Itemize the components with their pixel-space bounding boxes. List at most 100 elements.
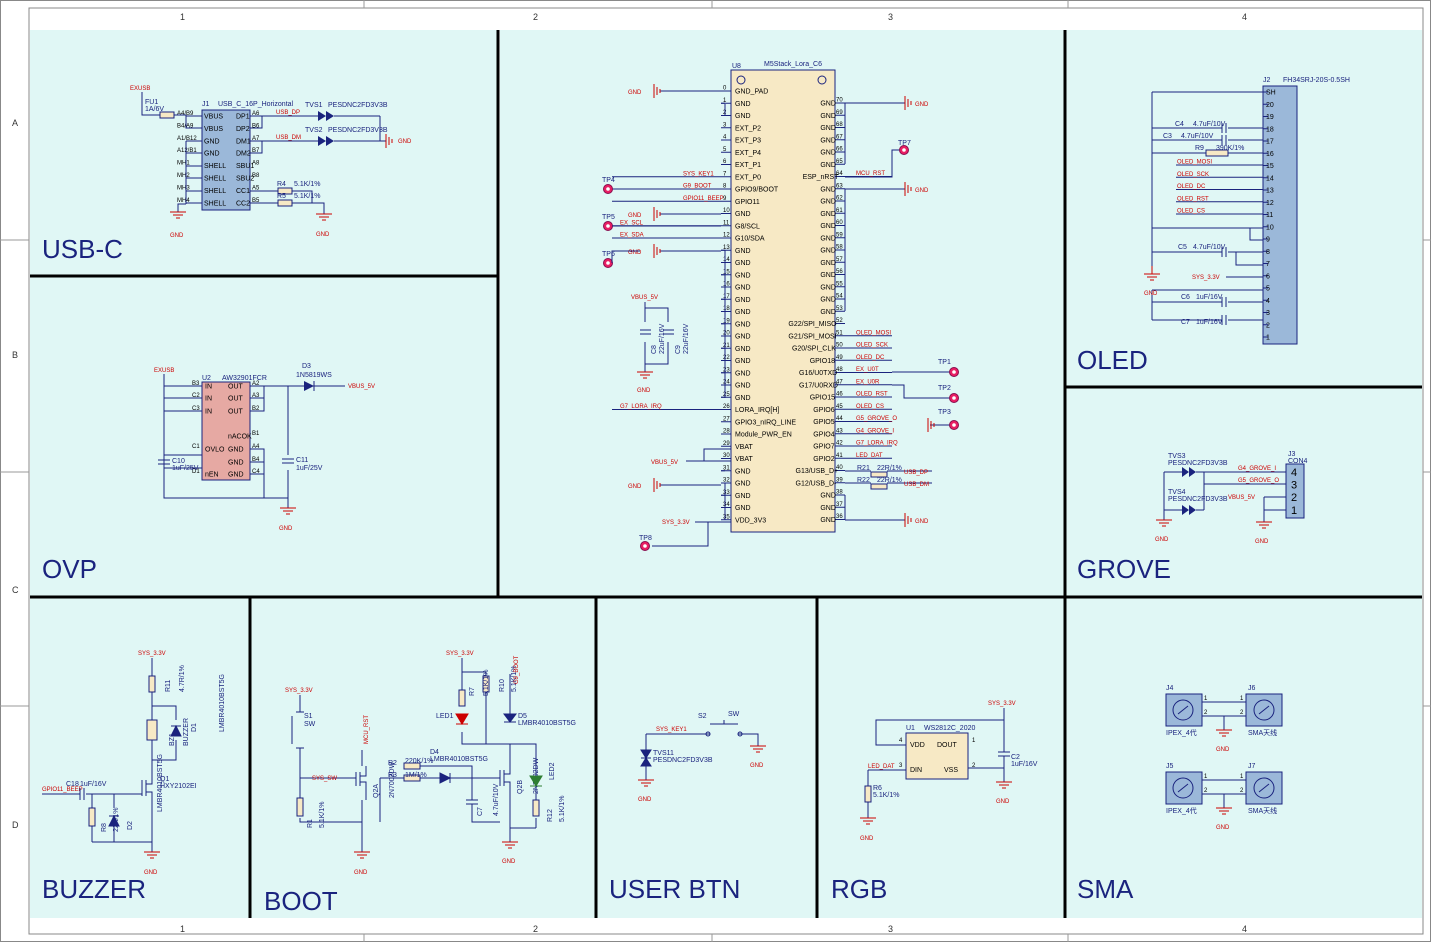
usbc-right-pin-name: DM2 — [236, 151, 251, 158]
grove-pin-number: 1 — [1291, 505, 1297, 517]
c10-cap: C10 1uF/25V — [158, 458, 199, 472]
s2-contact-a — [705, 731, 711, 737]
ovp-left-pin-name: OVLO — [205, 447, 225, 454]
test-point-label-tp7: TP7 — [898, 140, 911, 147]
q2a-part: 2N7002DW — [389, 761, 396, 798]
u8-name: M5Stack_Lora_C6 — [764, 61, 822, 68]
ipex-ring — [1172, 699, 1194, 721]
ovp-right-pin-num: B4 — [252, 457, 260, 463]
ovp-in-wires — [163, 374, 288, 499]
panel-buzzer — [30, 598, 249, 918]
panel-dividers — [30, 30, 1422, 918]
r4-ref: R4 — [277, 181, 286, 188]
col-label-bottom-2: 2 — [533, 924, 538, 934]
s2-ref: S2 — [698, 713, 707, 720]
ipex-pin-2: 2 — [1204, 788, 1208, 794]
svg-text:C11: C11 — [296, 457, 308, 464]
u8-left-net-label: EX_SCL — [620, 220, 644, 226]
u1-pin-dout: DOUT — [937, 742, 958, 749]
ovp-gnd-symbol: GND — [279, 507, 296, 532]
usbc-pin-rows: VBUSA4/B9VBUSB4/A9GNDA1/B12GNDA12/B1SHEL… — [177, 111, 260, 207]
j3-name: CON4 — [1288, 458, 1308, 465]
usbc-right-pin-num: A8 — [252, 161, 260, 167]
u8-gnd-label-left: GND — [628, 484, 642, 490]
s1-sw: SW — [304, 721, 316, 728]
d3-diode: D3 1N5819WS — [296, 363, 345, 391]
u8-right-pin-name: G12/USB_D- — [796, 480, 838, 487]
u8-left-pin-num: 18 — [723, 306, 730, 312]
sma-wires — [1202, 779, 1246, 808]
u8-left-pin-num: 33 — [723, 490, 730, 496]
u8-right-net-label: MCU_RST — [856, 171, 885, 177]
cc-gnd-symbol: GND — [316, 213, 332, 238]
u8-gnd-label-left: GND — [628, 90, 642, 96]
svg-text:GND: GND — [316, 232, 330, 238]
usbc-left-pin-num: MH4 — [177, 198, 190, 204]
r12-val: 5.1K/1% — [559, 796, 566, 822]
resistor-r9 — [1205, 149, 1229, 157]
ipex-pin-1: 1 — [1204, 774, 1208, 780]
u8-right-pin-name: GPIO5 — [813, 419, 835, 426]
panel-boot — [251, 598, 595, 918]
userbtn-wires — [645, 733, 759, 780]
boot-switch-wires — [299, 695, 362, 823]
u8-right-net-label: EX_U0T — [856, 367, 879, 373]
u8-left-pin-num: 19 — [723, 318, 730, 324]
ipex-pin-2: 2 — [1204, 710, 1208, 716]
svg-text:Q1: Q1 — [160, 776, 169, 783]
oled-pin-label: 6 — [1266, 273, 1270, 280]
u8-right-net-label: OLED_DC — [856, 355, 885, 361]
u8-left-pin-name: GND — [735, 309, 751, 316]
u8-left-pin-name: LORA_IRQ[H] — [735, 407, 779, 414]
u8-right-pin-name: GND — [820, 125, 836, 132]
c3-ref: C3 — [1163, 133, 1172, 140]
oled-net-label: OLED_SCK — [1177, 172, 1209, 178]
u8-left-pin-num: 34 — [723, 502, 730, 508]
u8-right-pin-num: 66 — [836, 147, 843, 153]
panel-grove — [1066, 388, 1422, 596]
u8-right-pin-num: 46 — [836, 392, 843, 398]
usbc-right-pin-name: DP2 — [236, 126, 250, 133]
diode-d5 — [503, 713, 517, 723]
col-label-bottom-1: 1 — [180, 924, 185, 934]
ovp-left-pin-num: C3 — [192, 406, 200, 412]
u8-left-pin-num: 4 — [723, 135, 727, 141]
ovp-left-pin-num: C1 — [192, 444, 200, 450]
u8-left-pins: GND_PAD0GND1GND2EXT_P23EXT_P34EXT_P45EXT… — [612, 86, 796, 524]
sma-wires — [1202, 701, 1246, 730]
buzzer-gnd-symbol: GND — [144, 851, 160, 876]
u8-right-pin-name: GND — [820, 248, 836, 255]
oled-gnd-rail — [1151, 91, 1263, 266]
rgb-sys33-net: SYS_3.3V — [988, 701, 1016, 707]
resistor-r21 — [870, 471, 888, 478]
u8-right-pin-num: 59 — [836, 232, 843, 238]
svg-text:GND: GND — [915, 519, 929, 525]
u8-left-pin-num: 12 — [723, 233, 730, 239]
userbtn-key-net: SYS_KEY1 — [656, 727, 687, 733]
tvs3-ref: TVS3 — [1168, 453, 1186, 460]
c6-val: 1uF/16V — [1196, 294, 1223, 301]
buzzer-bz1 — [146, 719, 158, 741]
u8-left-pin-num: 5 — [723, 147, 727, 153]
tvs11-ref: TVS11 — [653, 750, 674, 757]
u8-right-pin-num: 68 — [836, 122, 843, 128]
row-label-left-b: B — [12, 350, 18, 360]
svg-text:GND: GND — [638, 797, 652, 803]
vbus-cap-gnd: GND — [637, 371, 653, 394]
c4-ref: C4 — [1175, 121, 1184, 128]
ovp-vbus-net: VBUS_5V — [348, 384, 375, 390]
u8-right-pin-name: G21/SPI_MOSI — [788, 333, 836, 340]
r2-ref: R2 — [388, 760, 397, 767]
usbc-right-pin-name: SBU1 — [236, 163, 254, 170]
u8-right-net-label: OLED_CS — [856, 404, 884, 410]
c8-ref: C8 — [651, 345, 658, 354]
sma-gnd-label: GND — [1216, 825, 1230, 831]
u8-right-pin-name: GPIO7 — [813, 444, 835, 451]
sma-pin — [1258, 705, 1270, 715]
svg-text:C10: C10 — [172, 458, 185, 465]
